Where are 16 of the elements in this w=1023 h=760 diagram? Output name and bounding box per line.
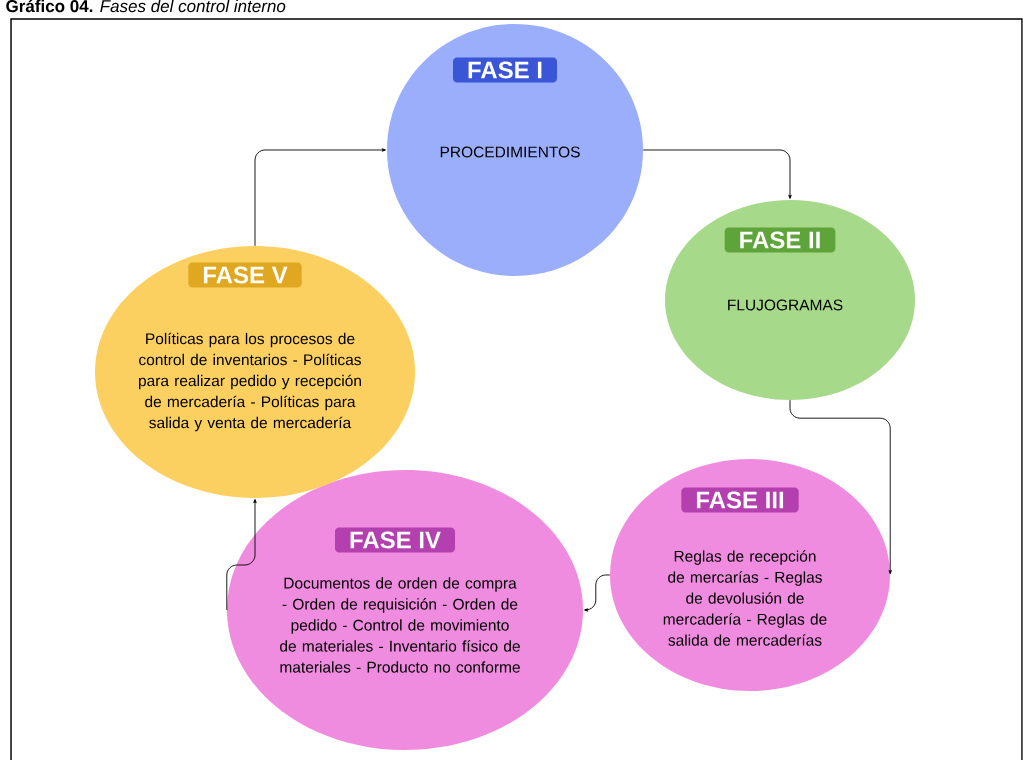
phase-banner: FASE II (724, 227, 836, 253)
phase-text: FLUJOGRAMAS (728, 299, 843, 311)
phase-text: Documentos de orden de compra - Orden de requisición - Orden de pedido - Control de movimiento de materiales - Inventario físico de materiales - Producto no conforme (280, 577, 520, 673)
phase-text: Reglas de recepción de mercarías - Reglas de devolusión de mercadería - Reglas de salida de mercaderías (663, 550, 827, 646)
phase-banner: FASE III (681, 487, 799, 513)
phase-banner: FASE IV (335, 527, 455, 553)
phase-banner: FASE I (453, 57, 557, 83)
phase-text: PROCEDIMIENTOS (440, 146, 580, 158)
arrow (254, 148, 386, 247)
arrow (226, 499, 257, 611)
arrow (789, 399, 892, 575)
phase-banner: FASE V (188, 262, 302, 288)
arrow (584, 574, 611, 612)
arrow (642, 149, 792, 199)
figure-title: Gráfico 04. Fases del control interno (6, 0, 286, 13)
phase-text: Políticas para los procesos de control de inventarios - Políticas para realizar pedido y recepción de mercadería - Políticas para salida y venta de mercadería (139, 332, 361, 432)
